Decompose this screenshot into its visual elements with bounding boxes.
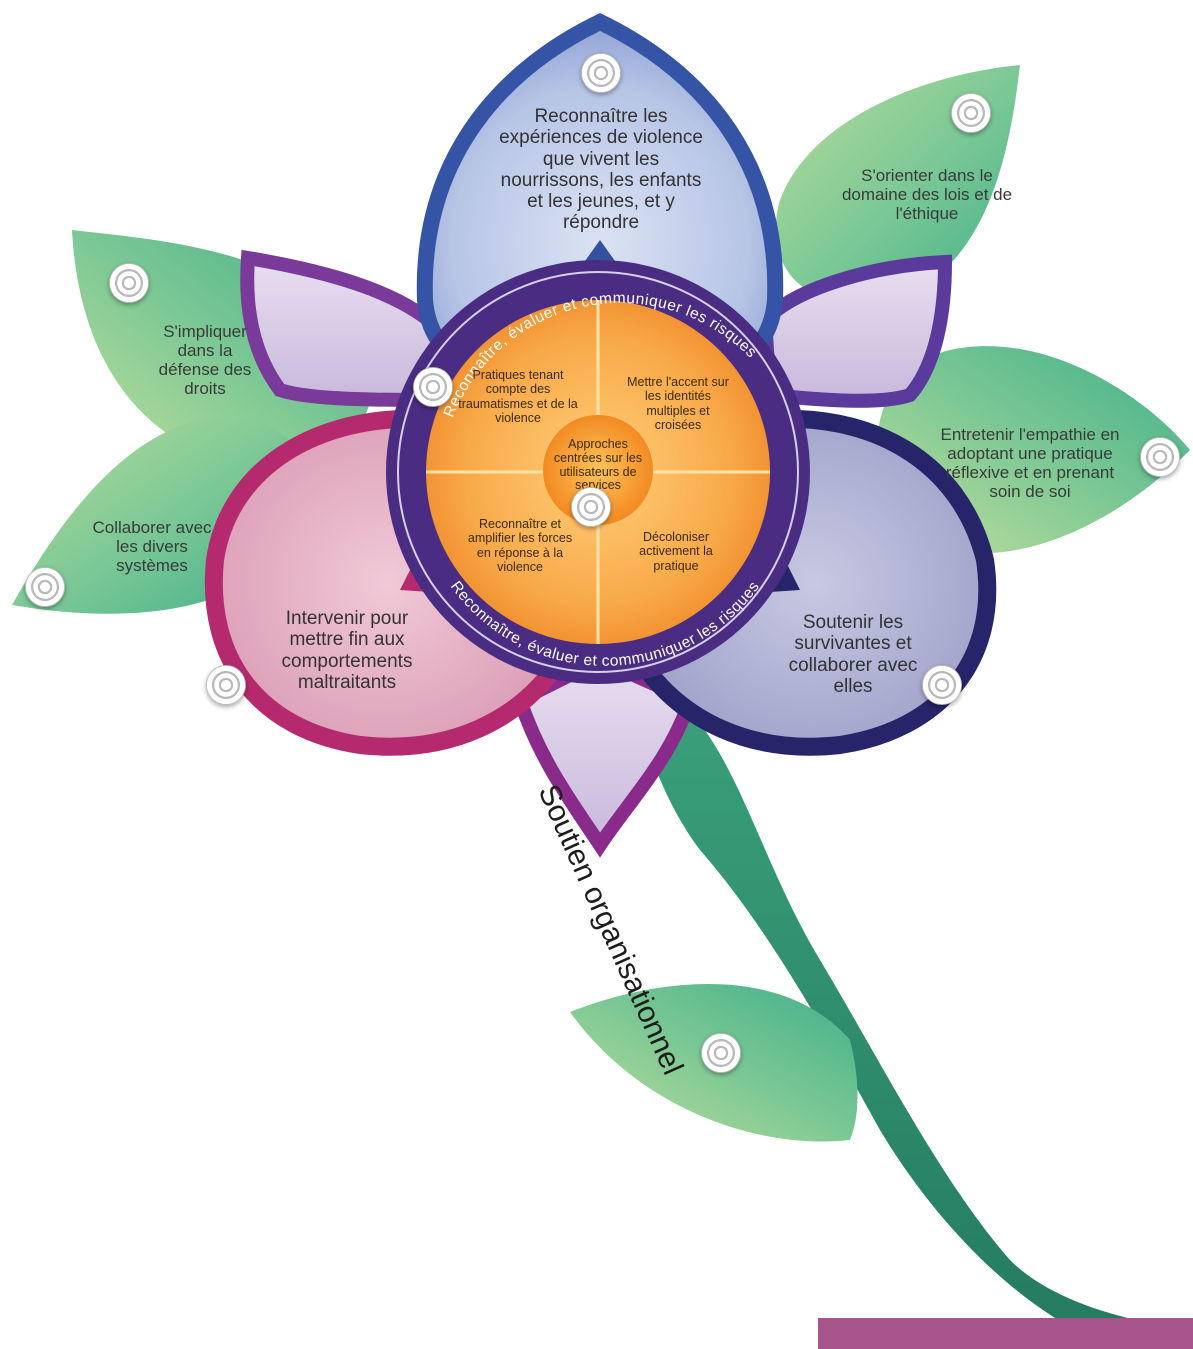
target-icon-center[interactable] [571, 487, 611, 527]
target-icon-ring[interactable] [413, 367, 453, 407]
stem [640, 700, 1190, 1349]
target-icon-left-upper-leaf[interactable] [109, 263, 149, 303]
target-icon-left-lower-leaf[interactable] [25, 567, 65, 607]
target-icon-stem-leaf[interactable] [701, 1033, 741, 1073]
target-icon-left-petal[interactable] [206, 665, 246, 705]
leaf-label-right-lower: Entretenir l'empathie en adoptant une pr… [940, 425, 1120, 502]
core-label: Approches centrées sur les utilisateurs … [553, 437, 643, 493]
target-icon-right-petal[interactable] [922, 665, 962, 705]
quadrant-label-top-left: Pratiques tenant compte des traumatismes… [458, 368, 578, 426]
back-petal-top-left [240, 249, 448, 408]
petal-label-left: Intervenir pour mettre fin aux comportem… [281, 608, 413, 693]
petal-label-right: Soutenir les survivantes et collaborer a… [788, 612, 918, 697]
leaf-label-left-lower: Collaborer avec les divers systèmes [92, 518, 212, 576]
leaf-label-right-upper: S'orienter dans le domaine des lois et d… [841, 166, 1013, 224]
core-disc [543, 415, 653, 525]
footer-banner [818, 1318, 1193, 1349]
target-icon-top-petal[interactable] [581, 53, 621, 93]
quadrant-label-bottom-right: Décoloniser activement la pratique [639, 530, 713, 573]
quadrant-label-top-right: Mettre l'accent sur les identités multip… [627, 375, 729, 433]
leaf-label-left-upper: S'impliquer dans la défense des droits [158, 322, 252, 399]
back-petal-bottom [511, 652, 699, 858]
petal-label-top: Reconnaître les expériences de violence … [499, 106, 703, 234]
back-petal-top-right [757, 254, 953, 408]
petal-left [204, 409, 572, 756]
quadrant-label-bottom-left: Reconnaître et amplifier les forces en r… [467, 517, 573, 575]
target-icon-right-upper-leaf[interactable] [951, 93, 991, 133]
ring-divider [397, 271, 799, 673]
target-icon-right-lower-leaf[interactable] [1140, 437, 1180, 477]
